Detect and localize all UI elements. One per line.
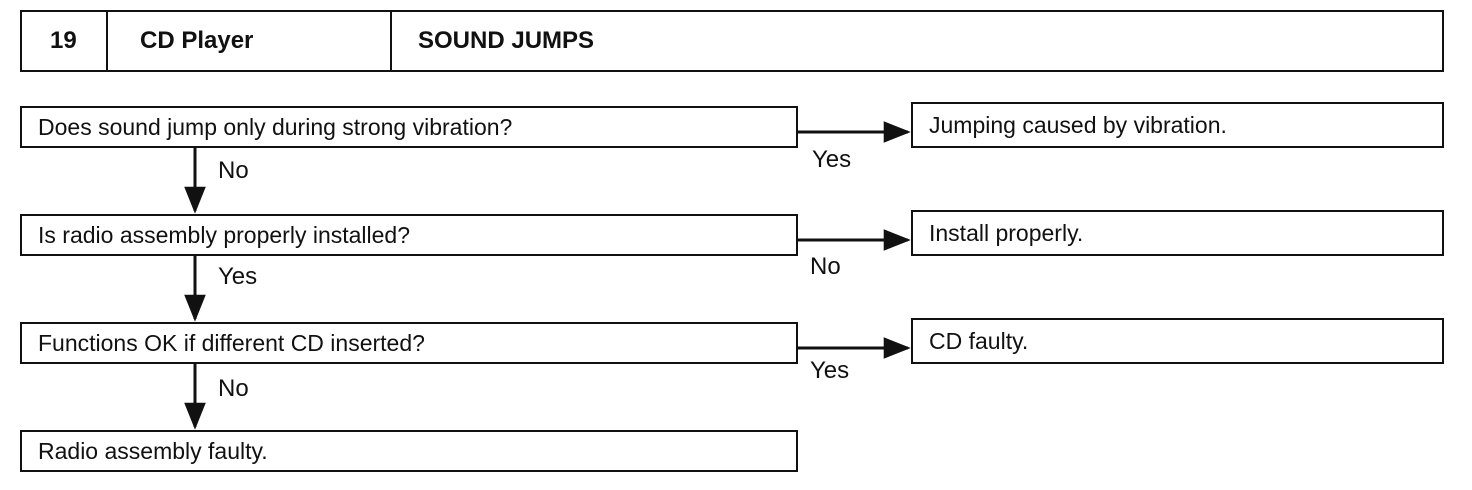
final-result-box: Radio assembly faulty.: [20, 430, 798, 472]
right-label-1: Yes: [812, 146, 852, 173]
result-box-install: Install properly.: [911, 210, 1444, 256]
right-label-2: No: [810, 253, 841, 280]
section-category: CD Player: [108, 12, 392, 70]
right-label-3: Yes: [810, 357, 850, 384]
question-box-vibration: Does sound jump only during strong vibra…: [20, 106, 798, 148]
down-label-2: Yes: [218, 263, 258, 290]
result-box-vibration: Jumping caused by vibration.: [911, 102, 1444, 148]
down-label-3: No: [218, 375, 249, 402]
section-number: 19: [22, 12, 108, 70]
header-bar: 19 CD Player SOUND JUMPS: [20, 10, 1444, 72]
down-label-1: No: [218, 157, 249, 184]
result-box-cd-faulty: CD faulty.: [911, 318, 1444, 364]
question-box-installation: Is radio assembly properly installed?: [20, 214, 798, 256]
page-title: SOUND JUMPS: [418, 27, 595, 54]
question-box-different-cd: Functions OK if different CD inserted?: [20, 322, 798, 364]
